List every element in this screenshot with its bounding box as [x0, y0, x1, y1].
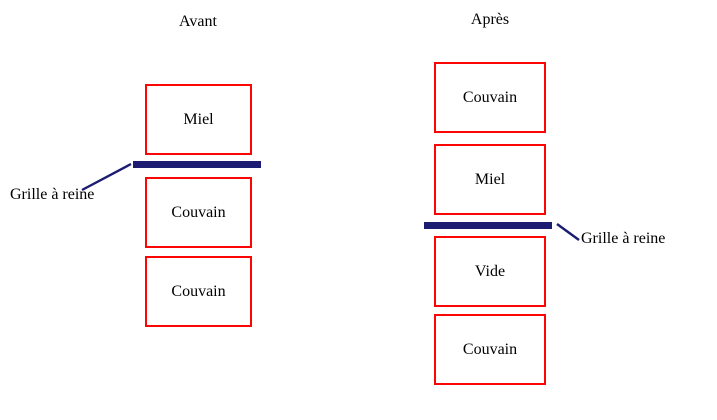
queen-excluder-label-apres: Grille à reine: [581, 230, 666, 247]
hive-box-label: Couvain: [171, 203, 226, 221]
hive-box-avant-0: Miel: [145, 84, 252, 155]
leader-line-apres: [556, 223, 580, 241]
hive-box-label: Couvain: [462, 340, 518, 358]
queen-excluder-label-avant: Grille à reine: [10, 186, 95, 203]
hive-box-label: Couvain: [171, 282, 226, 300]
leader-line-avant: [81, 162, 132, 192]
queen-excluder-bar-apres: [424, 222, 552, 229]
hive-box-label: Miel: [183, 110, 214, 128]
hive-box-apres-0: Couvain: [434, 62, 546, 133]
column-title-apres: Après: [470, 11, 510, 28]
column-title-avant: Avant: [179, 13, 217, 30]
hive-box-apres-3: Couvain: [434, 314, 546, 385]
hive-box-avant-1: Couvain: [145, 177, 252, 248]
hive-box-label: Couvain: [462, 88, 518, 106]
queen-excluder-bar-avant: [133, 161, 261, 168]
hive-box-apres-2: Vide: [434, 236, 546, 307]
hive-box-avant-2: Couvain: [145, 256, 252, 327]
hive-box-apres-1: Miel: [434, 144, 546, 215]
hive-box-label: Miel: [474, 170, 506, 188]
hive-box-label: Vide: [474, 262, 506, 280]
